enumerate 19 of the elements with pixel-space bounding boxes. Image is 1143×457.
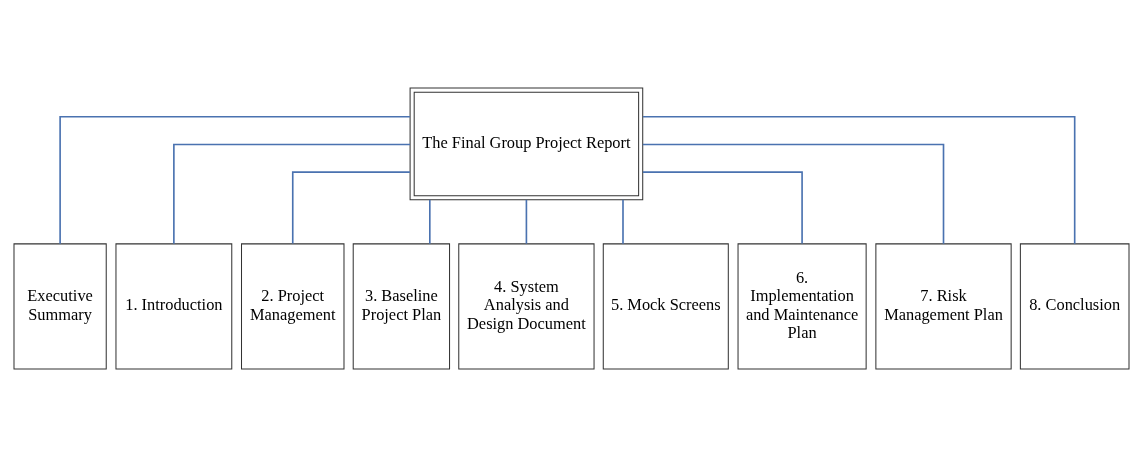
connector [642,171,803,245]
node-box: 2. Project Management [241,243,345,370]
node-box: Executive Summary [13,243,107,370]
node-box: 3. Baseline Project Plan [352,243,451,370]
connector [642,143,945,245]
connector [622,199,624,245]
node-box: 7. Risk Management Plan [875,243,1012,370]
node-box: The Final Group Project Report [409,87,644,201]
connector [291,171,411,245]
connector [429,199,431,245]
connector [642,115,1076,245]
connector [525,199,528,245]
connector [59,115,411,245]
node-box: 6. Implementation and Maintenance Plan [737,243,867,370]
node-box: 4. System Analysis and Design Document [458,243,595,370]
node-box: 5. Mock Screens [602,243,729,370]
node-box: 8. Conclusion [1019,243,1130,370]
connector [173,143,411,245]
node-box: 1. Introduction [115,243,233,370]
